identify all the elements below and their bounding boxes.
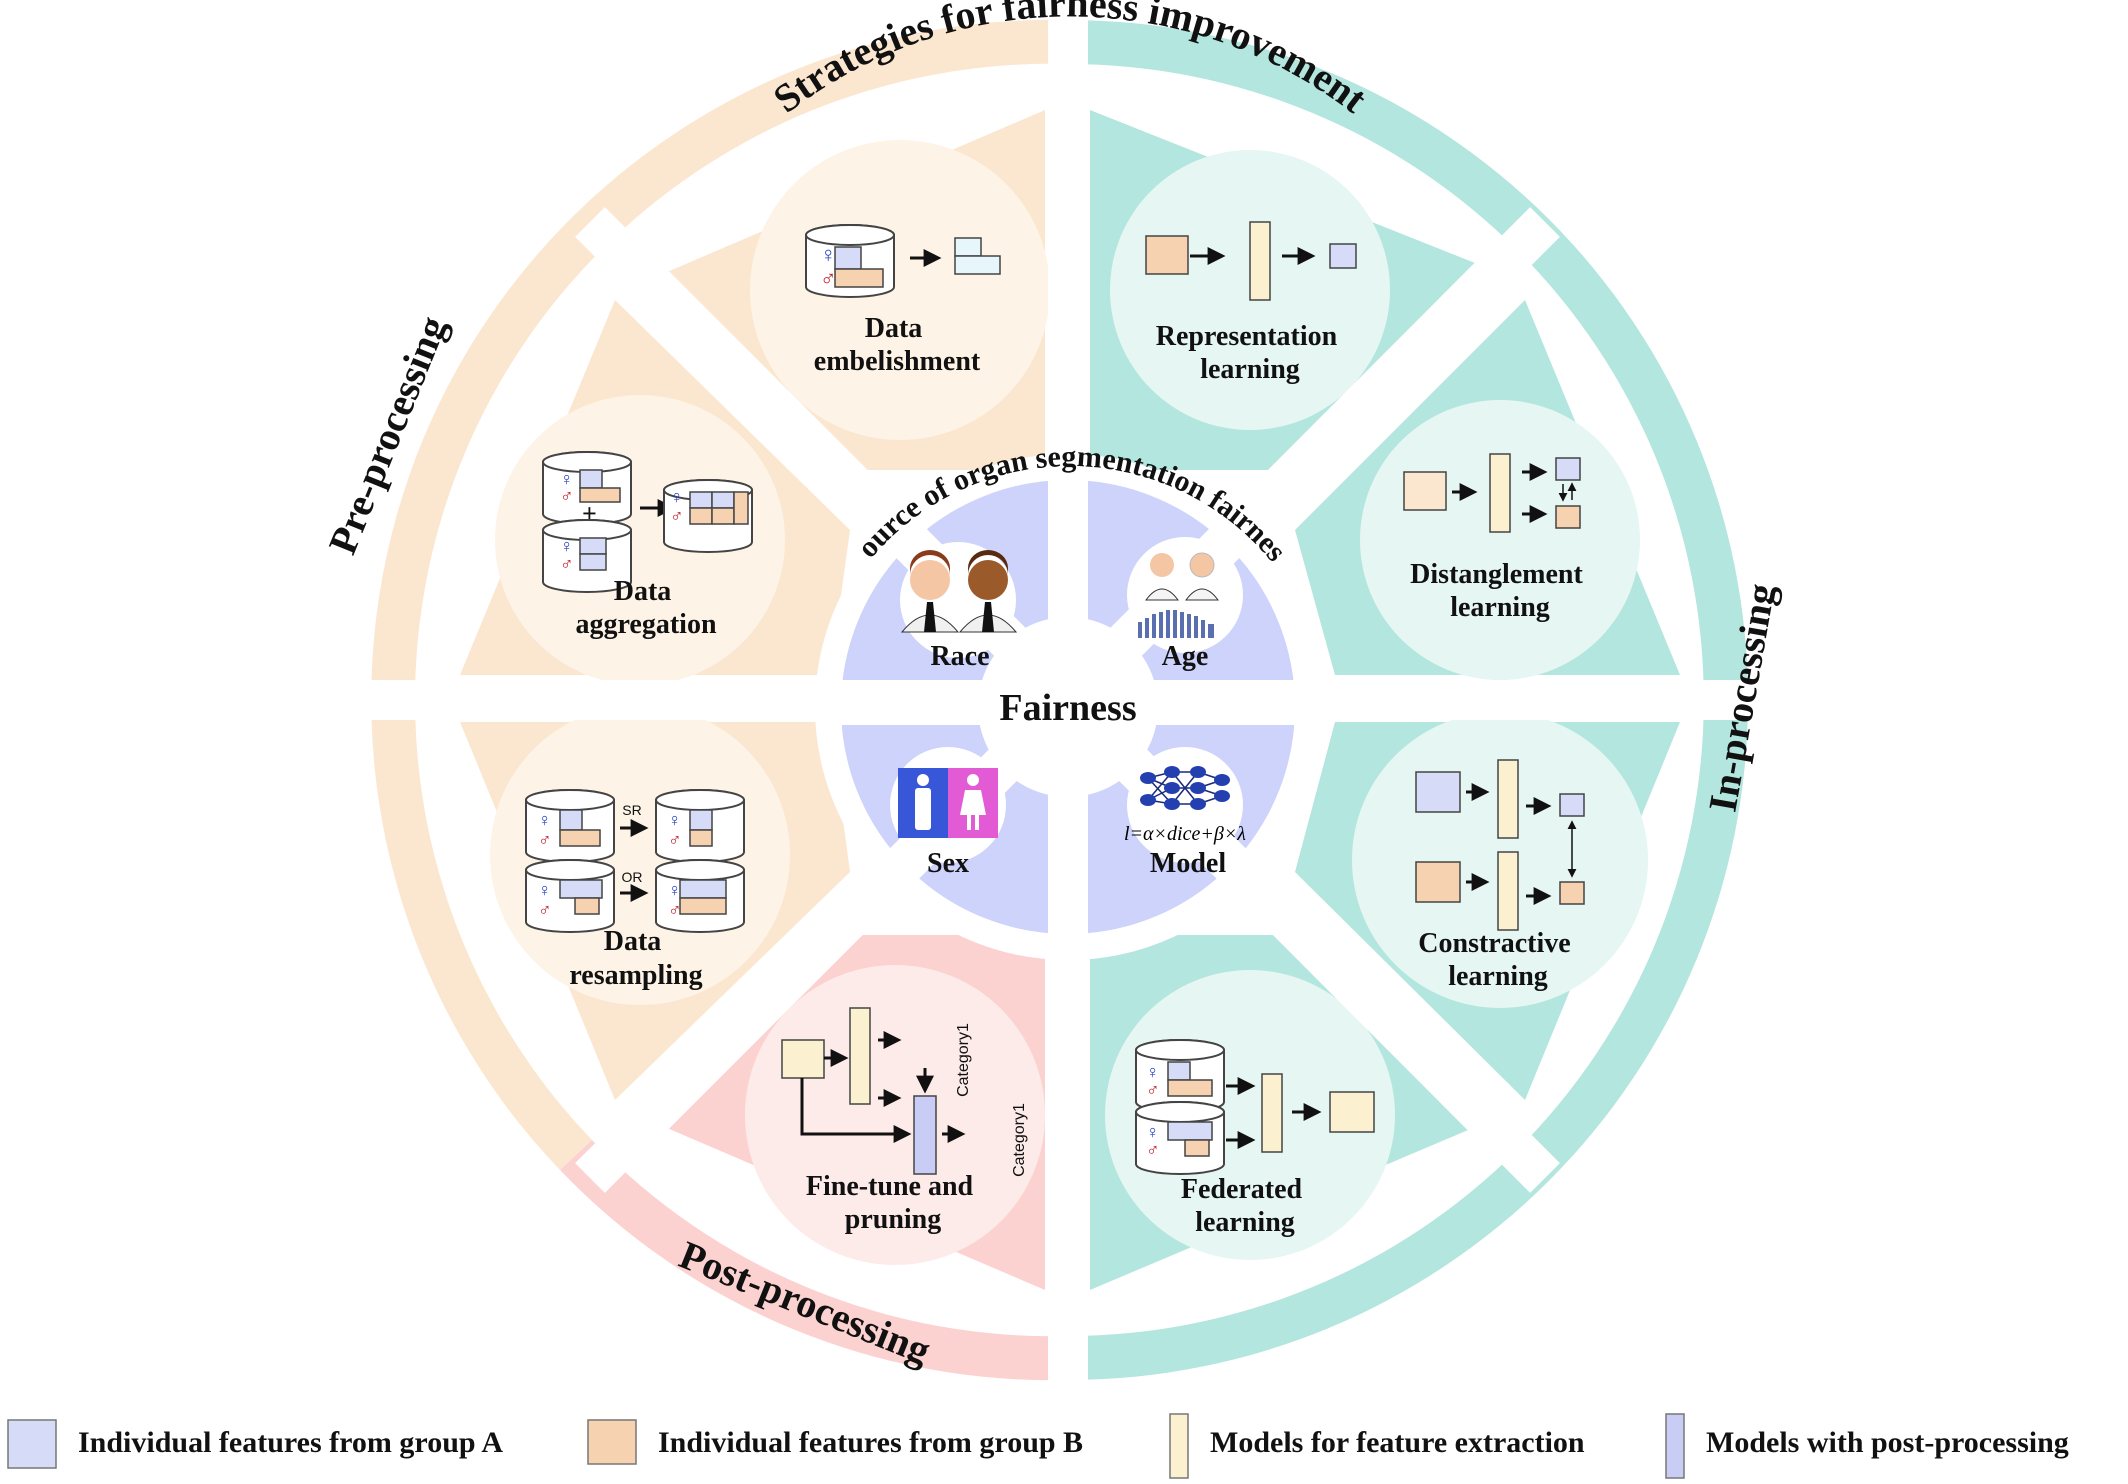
age-icon: [1127, 537, 1243, 653]
contrastive-graphic: [1415, 759, 1585, 931]
svg-text:♀: ♀: [538, 880, 552, 900]
svg-text:♂: ♂: [1146, 1140, 1160, 1160]
female-icon: ♀: [820, 242, 837, 267]
legend-swatch-model: [1169, 1413, 1189, 1479]
sex-label: Sex: [927, 848, 969, 879]
svg-text:♂: ♂: [1146, 1080, 1160, 1100]
network-icon: [1127, 747, 1243, 863]
contrastive-label: Constractive learning: [1418, 928, 1577, 992]
svg-text:♂: ♂: [668, 900, 682, 920]
representation-graphic: [1145, 221, 1357, 301]
embellishment-graphic: ♀ ♂: [805, 224, 1001, 298]
ring-pre-processing: [371, 19, 1068, 1171]
representation-label: Representation learning: [1156, 321, 1344, 385]
race-label: Race: [930, 641, 989, 672]
legend-model: Models for feature extraction: [1210, 1426, 1585, 1459]
bubble-disentangle: [1360, 400, 1640, 680]
svg-text:OR: OR: [622, 869, 643, 885]
svg-text:♂: ♂: [538, 900, 552, 920]
embellishment-label: Data embelishment: [814, 313, 981, 377]
legend-group-a: Individual features from group A: [78, 1426, 503, 1459]
svg-text:♂: ♂: [560, 554, 574, 574]
aggregation-graphic: ♀♂ + ♀♂ ♀♂: [542, 451, 753, 593]
fairness-label: Fairness: [999, 687, 1136, 729]
loss-formula: l=α×dice+β×λ: [1124, 823, 1246, 845]
svg-text:♀: ♀: [670, 487, 684, 507]
legend-swatch-group-a: [7, 1419, 57, 1469]
race-icon: [900, 542, 1018, 658]
legend-post: Models with post-processing: [1706, 1426, 2069, 1459]
disentangle-graphic: [1403, 453, 1581, 533]
legend-group-b: Individual features from group B: [658, 1426, 1083, 1459]
svg-text:♂: ♂: [668, 830, 682, 850]
svg-text:♂: ♂: [560, 486, 574, 506]
category-label-2: Category1: [1011, 1103, 1028, 1177]
legend-swatch-group-b: [587, 1419, 637, 1465]
svg-text:♀: ♀: [1146, 1122, 1160, 1142]
category-label-1: Category1: [955, 1023, 972, 1097]
resampling-graphic: ♀♂ SR ♀♂ ♀♂ OR ♀♂: [525, 789, 745, 933]
sex-icon: [890, 747, 1006, 863]
svg-text:SR: SR: [622, 802, 641, 818]
legend: Individual features from group A Individ…: [7, 1413, 2069, 1479]
age-label: Age: [1162, 641, 1209, 672]
svg-text:♀: ♀: [668, 810, 682, 830]
aggregation-label: Data aggregation: [575, 576, 716, 640]
finetune-graphic: [781, 1007, 966, 1175]
male-icon: ♂: [820, 266, 837, 291]
svg-text:♂: ♂: [670, 506, 684, 526]
bubble-embellishment: [750, 140, 1050, 440]
svg-text:♀: ♀: [560, 469, 574, 489]
svg-text:♂: ♂: [538, 830, 552, 850]
disentangle-label: Distanglement learning: [1410, 559, 1590, 623]
svg-text:♀: ♀: [538, 810, 552, 830]
model-label: Model: [1150, 848, 1226, 879]
resampling-label: Data resampling: [569, 926, 702, 991]
federated-label: Federated learning: [1181, 1174, 1309, 1238]
federated-graphic: ♀♂ ♀♂: [1135, 1039, 1375, 1175]
svg-text:♀: ♀: [1146, 1062, 1160, 1082]
svg-text:♀: ♀: [668, 880, 682, 900]
legend-swatch-post: [1665, 1413, 1685, 1479]
svg-text:♀: ♀: [560, 536, 574, 556]
finetune-label: Fine-tune and pruning: [806, 1171, 980, 1235]
